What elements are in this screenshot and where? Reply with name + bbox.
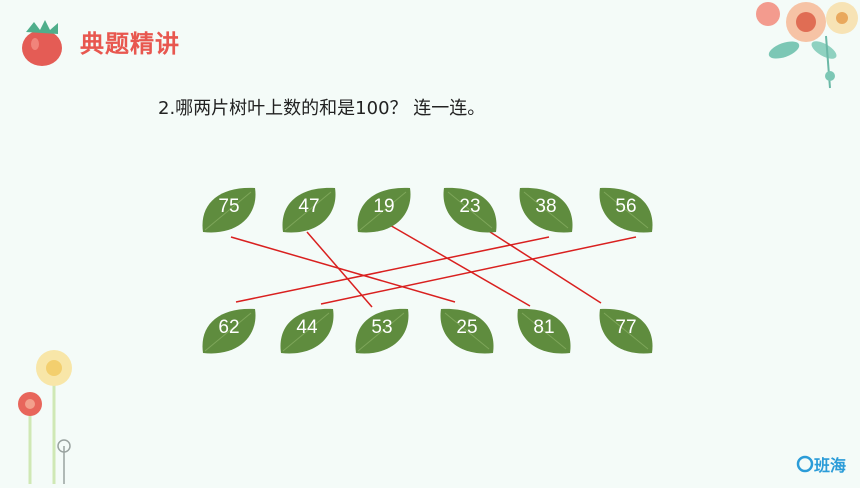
page-title: 典题精讲 [80, 30, 180, 58]
leaf-icon [357, 187, 411, 233]
leaf-icon [280, 308, 334, 354]
leaf-number: 19 [373, 196, 395, 217]
leaf-number: 53 [371, 317, 393, 338]
leaf-top-3[interactable]: 19 [354, 184, 414, 236]
leaf-icon [599, 308, 653, 354]
leaf-icon [519, 187, 573, 233]
connection-line-2 [306, 231, 373, 308]
leaf-top-1[interactable]: 75 [199, 184, 259, 236]
brand-text: 班海 [813, 456, 846, 475]
leaf-bottom-6[interactable]: 77 [596, 305, 656, 357]
leaf-number: 23 [459, 196, 481, 217]
leaf-top-2[interactable]: 47 [279, 184, 339, 236]
leaf-number: 47 [298, 196, 320, 217]
leaf-number: 81 [533, 317, 555, 338]
leaf-icon [355, 308, 409, 354]
leaf-bottom-5[interactable]: 81 [514, 305, 574, 357]
connection-line-6 [320, 236, 637, 305]
leaf-icon [517, 308, 571, 354]
leaf-icon [202, 308, 256, 354]
leaf-bottom-2[interactable]: 44 [277, 305, 337, 357]
brand-logo: 班海 [796, 452, 846, 476]
leaf-top-5[interactable]: 38 [516, 184, 576, 236]
leaf-top-4[interactable]: 23 [440, 184, 500, 236]
leaf-number: 44 [296, 317, 318, 338]
leaf-bottom-4[interactable]: 25 [437, 305, 497, 357]
leaf-number: 77 [615, 317, 637, 338]
leaf-bottom-1[interactable]: 62 [199, 305, 259, 357]
connection-line-3 [387, 223, 531, 307]
leaf-icon [440, 308, 494, 354]
leaf-top-6[interactable]: 56 [596, 184, 656, 236]
connection-line-5 [235, 236, 550, 303]
strawberry-icon [12, 12, 72, 72]
leaf-bottom-3[interactable]: 53 [352, 305, 412, 357]
connection-line-4 [486, 229, 602, 304]
leaf-number: 62 [218, 317, 240, 338]
leaf-icon [443, 187, 497, 233]
leaf-number: 38 [535, 196, 557, 217]
question-text: 2.哪两片树叶上数的和是100？ 连一连。 [158, 98, 486, 119]
leaf-number: 56 [615, 196, 637, 217]
leaf-number: 75 [218, 196, 240, 217]
leaf-icon [599, 187, 653, 233]
leaf-icon [282, 187, 336, 233]
leaf-icon [202, 187, 256, 233]
brand-icon [796, 455, 814, 473]
flower-decoration-icon [730, 0, 860, 92]
flower-stems-icon [8, 346, 88, 484]
leaf-number: 25 [456, 317, 478, 338]
connection-line-1 [230, 236, 456, 303]
